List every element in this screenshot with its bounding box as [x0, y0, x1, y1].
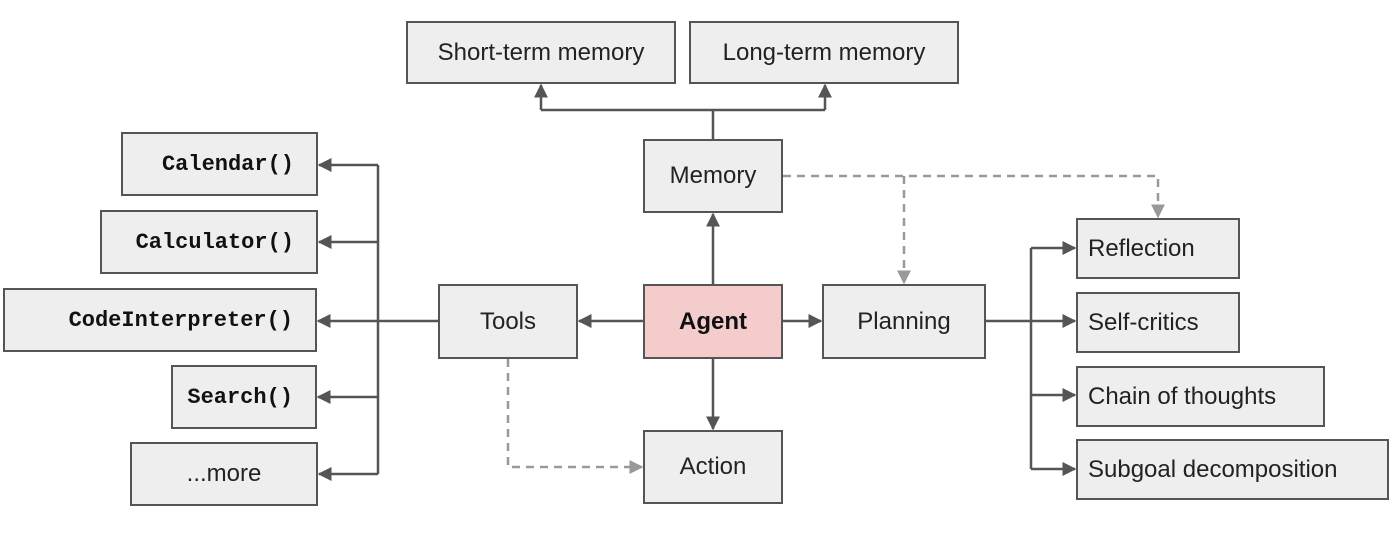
planning-node: Planning: [822, 284, 986, 359]
memory-node: Memory: [643, 139, 783, 213]
tools-node: Tools: [438, 284, 578, 359]
tool-search-node: Search(): [171, 365, 317, 429]
planning-subgoal-decomposition-node: Subgoal decomposition: [1076, 439, 1389, 500]
edge-tools-bus: [376, 165, 438, 474]
planning-self-critics-node: Self-critics: [1076, 292, 1240, 353]
action-node: Action: [643, 430, 783, 504]
edge-planning-bus: [986, 248, 1033, 469]
edge-memory-reflection-dashed: [783, 174, 1165, 219]
tool-calendar-node: Calendar(): [121, 132, 318, 196]
planning-reflection-node: Reflection: [1076, 218, 1240, 279]
edge-tools-action-dashed: [506, 359, 644, 474]
tool-calculator-node: Calculator(): [100, 210, 318, 274]
tool-more-node: ...more: [130, 442, 318, 506]
long-term-memory-node: Long-term memory: [689, 21, 959, 84]
tool-code-interpreter-node: CodeInterpreter(): [3, 288, 317, 352]
short-term-memory-node: Short-term memory: [406, 21, 676, 84]
edge-memory-trunk: [541, 108, 825, 139]
agent-node: Agent: [643, 284, 783, 359]
planning-chain-of-thoughts-node: Chain of thoughts: [1076, 366, 1325, 427]
